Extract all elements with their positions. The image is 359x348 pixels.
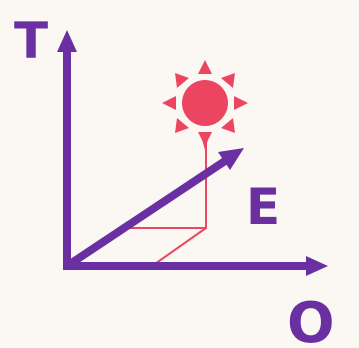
axes — [57, 30, 328, 276]
axis-label-t: T — [14, 12, 48, 70]
horizontal-axis-line — [63, 262, 311, 270]
projection-guides — [119, 137, 207, 267]
sun-pointer — [201, 136, 209, 150]
vertical-axis-line — [63, 46, 71, 270]
axis-label-e: E — [246, 178, 280, 236]
diagonal-projection-line — [151, 227, 207, 267]
diagonal-axis-line — [63, 155, 232, 270]
horizontal-axis-arrowhead — [306, 256, 328, 276]
diagonal-axis-arrowhead — [218, 148, 244, 170]
axis-label-o: O — [287, 291, 335, 348]
sun-disc — [182, 80, 228, 126]
sun-icon — [162, 60, 248, 150]
vertical-axis-arrowhead — [57, 30, 77, 52]
